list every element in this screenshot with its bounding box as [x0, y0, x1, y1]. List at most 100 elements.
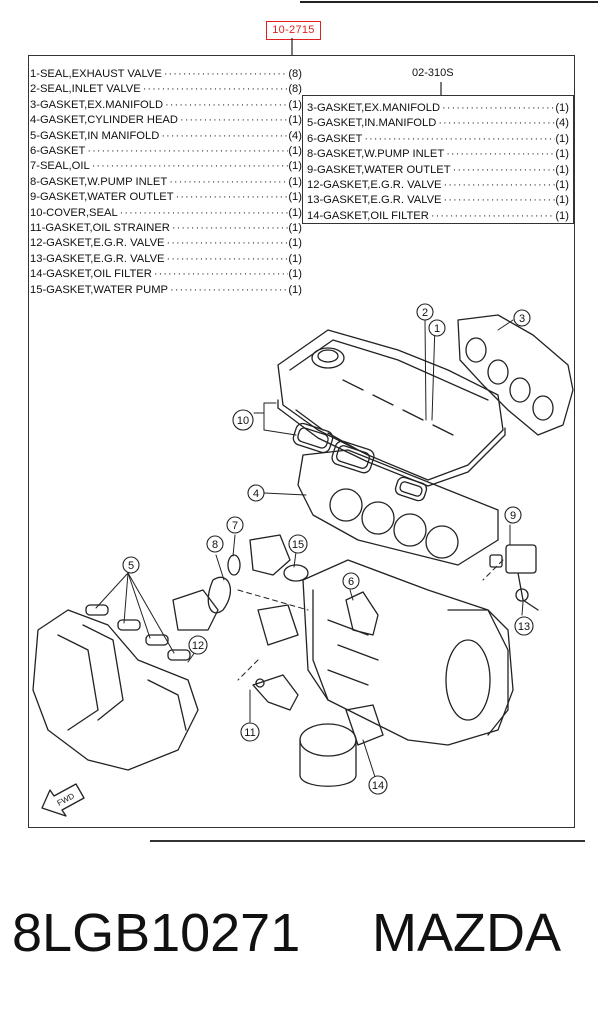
callout-5: 5 [122, 556, 140, 574]
callout-15: 15 [288, 534, 308, 554]
subset-row: 6-GASKET (1) [307, 132, 569, 147]
callout-9: 9 [504, 506, 522, 524]
parts-list-row: 10-COVER,SEAL(1) [30, 206, 302, 221]
subset-row: 13-GASKET,E.G.R. VALVE (1) [307, 193, 569, 208]
part-qty: (1) [288, 191, 302, 204]
subset-part-label: 8-GASKET,W.PUMP INLET [307, 148, 445, 161]
water-outlet-gasket [345, 591, 379, 636]
subset-row: 14-GASKET,OIL FILTER (1) [307, 209, 569, 224]
callout-10-label: 10 [237, 415, 249, 427]
subset-part-label: 12-GASKET,E.G.R. VALVE [307, 179, 442, 192]
callout-12: 12 [188, 635, 208, 655]
subset-part-qty: (4) [555, 117, 569, 130]
parts-list-row: 2-SEAL,INLET VALVE (8) [30, 82, 302, 97]
callout-7: 7 [226, 516, 244, 534]
part-label: 6-GASKET [30, 145, 86, 158]
callout-4: 4 [247, 484, 265, 502]
subset-row: 9-GASKET,WATER OUTLET (1) [307, 163, 569, 178]
parts-list-row: 8-GASKET,W.PUMP INLET(1) [30, 175, 302, 190]
subset-leader-line [291, 38, 442, 95]
part-label: 1-SEAL,EXHAUST VALVE [30, 68, 162, 80]
parts-list-row: 3-GASKET,EX.MANIFOLD (1) [30, 98, 302, 113]
subset-row: 8-GASKET,W.PUMP INLET (1) [307, 147, 569, 162]
parts-list-row: 12-GASKET,E.G.R. VALVE(1) [30, 236, 302, 251]
parts-list-row: 14-GASKET,OIL FILTER(1) [30, 267, 302, 282]
cylinder-head-gasket [297, 449, 499, 566]
top-rule [300, 1, 598, 3]
part-qty: (4) [288, 129, 302, 142]
callout-6: 6 [342, 572, 360, 590]
callout-13-label: 13 [518, 621, 530, 633]
subset-part-qty: (1) [555, 194, 569, 207]
subset-row: 12-GASKET,E.G.R. VALVE(1) [307, 178, 569, 193]
subset-part-label: 14-GASKET,OIL FILTER [307, 209, 429, 222]
diagram-frame [28, 55, 575, 828]
reference-code-box: 10-2715 [266, 21, 321, 40]
egr-valve [489, 544, 539, 611]
exhaust-manifold-gasket [457, 314, 574, 436]
part-label: 9-GASKET,WATER OUTLET [30, 191, 174, 204]
callout-6-label: 6 [348, 576, 354, 588]
part-qty: (1) [288, 114, 302, 127]
subset-part-label: 6-GASKET [307, 132, 363, 145]
oil-filter [299, 704, 384, 787]
subset-part-label: 13-GASKET,E.G.R. VALVE [307, 194, 442, 207]
callout-15-label: 15 [292, 539, 304, 551]
subset-part-qty: (1) [555, 163, 569, 176]
part-label: 2-SEAL,INLET VALVE [30, 83, 141, 96]
part-number: 8LGB10271 [12, 903, 301, 963]
subset-parts-box: 3-GASKET,EX.MANIFOLD(1) 5-GASKET,IN.MANI… [302, 95, 574, 224]
water-pump-parts [172, 534, 309, 646]
part-label: 3-GASKET,EX.MANIFOLD [30, 98, 164, 111]
part-qty: (1) [288, 98, 302, 111]
parts-list-row: 9-GASKET,WATER OUTLET (1) [30, 190, 302, 205]
subset-part-qty: (1) [555, 209, 569, 222]
parts-list-row: 4-GASKET,CYLINDER HEAD(1) [30, 113, 302, 128]
callout-leaders [95, 319, 524, 778]
callout-11: 11 [240, 722, 260, 742]
bottom-rule [150, 840, 585, 842]
oil-strainer-gasket [252, 674, 299, 711]
parts-list-row: 6-GASKET (1) [30, 144, 302, 159]
parts-list-row: 5-GASKET,IN MANIFOLD(4) [30, 129, 302, 144]
assembly-guide-lines [237, 559, 504, 681]
parts-list: 1-SEAL,EXHAUST VALVE (8) 2-SEAL,INLET VAL… [30, 67, 302, 298]
subset-part-qty: (1) [555, 132, 569, 145]
part-qty: (1) [288, 175, 302, 188]
intake-manifold [32, 604, 199, 771]
part-qty: (1) [288, 237, 302, 250]
part-label: 14-GASKET,OIL FILTER [30, 268, 152, 281]
callout-13: 13 [514, 616, 534, 636]
part-qty: (8) [288, 83, 302, 96]
part-qty: (1) [288, 222, 302, 235]
part-qty: (8) [288, 68, 302, 80]
part-qty: (1) [288, 283, 302, 296]
callouts: 1 2 3 4 5 6 7 8 9 10 11 12 13 14 15 [122, 303, 534, 795]
valve-cover [277, 329, 506, 487]
subset-part-qty: (1) [555, 148, 569, 161]
engine-exploded-diagram: 1 2 3 4 5 6 7 8 9 10 11 12 13 14 15 FWD [32, 303, 574, 817]
callout-10: 10 [232, 409, 254, 431]
subset-part-label: 9-GASKET,WATER OUTLET [307, 163, 451, 176]
callout-3: 3 [513, 309, 531, 327]
parts-list-row: 13-GASKET,E.G.R. VALVE(1) [30, 252, 302, 267]
subset-kit-code: 02-310S [412, 67, 454, 79]
callout-4-label: 4 [253, 488, 259, 500]
callout-3-label: 3 [519, 313, 525, 325]
part-label: 10-COVER,SEAL [30, 206, 118, 219]
subset-row: 5-GASKET,IN.MANIFOLD (4) [307, 116, 569, 131]
parts-list-row: 1-SEAL,EXHAUST VALVE (8) [30, 67, 302, 82]
part-qty: (1) [288, 145, 302, 158]
footer-caption: 8LGB10271 MAZDA [0, 898, 600, 968]
parts-list-row: 11-GASKET,OIL STRAINER(1) [30, 221, 302, 236]
part-label: 15-GASKET,WATER PUMP [30, 283, 169, 296]
callout-1: 1 [428, 319, 446, 337]
make-label: MAZDA [372, 903, 561, 963]
callout-2: 2 [416, 303, 434, 321]
callout-2-label: 2 [422, 307, 428, 319]
subset-part-label: 5-GASKET,IN.MANIFOLD [307, 117, 437, 130]
cover-seals [292, 422, 428, 502]
part-qty: (1) [288, 252, 302, 265]
callout-1-label: 1 [434, 323, 440, 335]
callout-7-label: 7 [232, 520, 238, 532]
